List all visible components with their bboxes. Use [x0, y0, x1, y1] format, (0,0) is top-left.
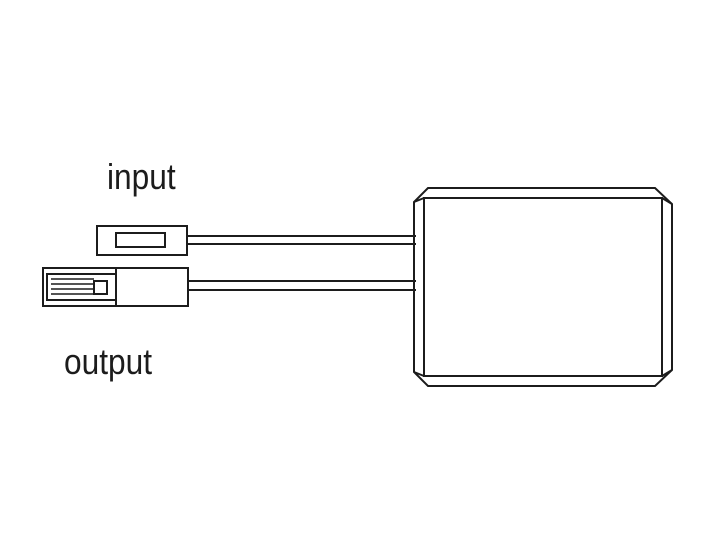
- device-outer-frame: [413, 187, 673, 387]
- input-label: input: [107, 156, 176, 197]
- corner-line-tr: [661, 197, 673, 205]
- output-cable: [187, 280, 416, 291]
- output-label: output: [64, 341, 153, 382]
- device-body: [413, 187, 673, 387]
- device-inner-panel: [423, 197, 663, 377]
- corner-line-tl: [413, 197, 425, 203]
- corner-line-br: [661, 369, 673, 377]
- input-connector: [96, 225, 188, 256]
- output-connector: [42, 267, 189, 307]
- corner-line-bl: [413, 371, 425, 377]
- input-cable: [187, 235, 416, 245]
